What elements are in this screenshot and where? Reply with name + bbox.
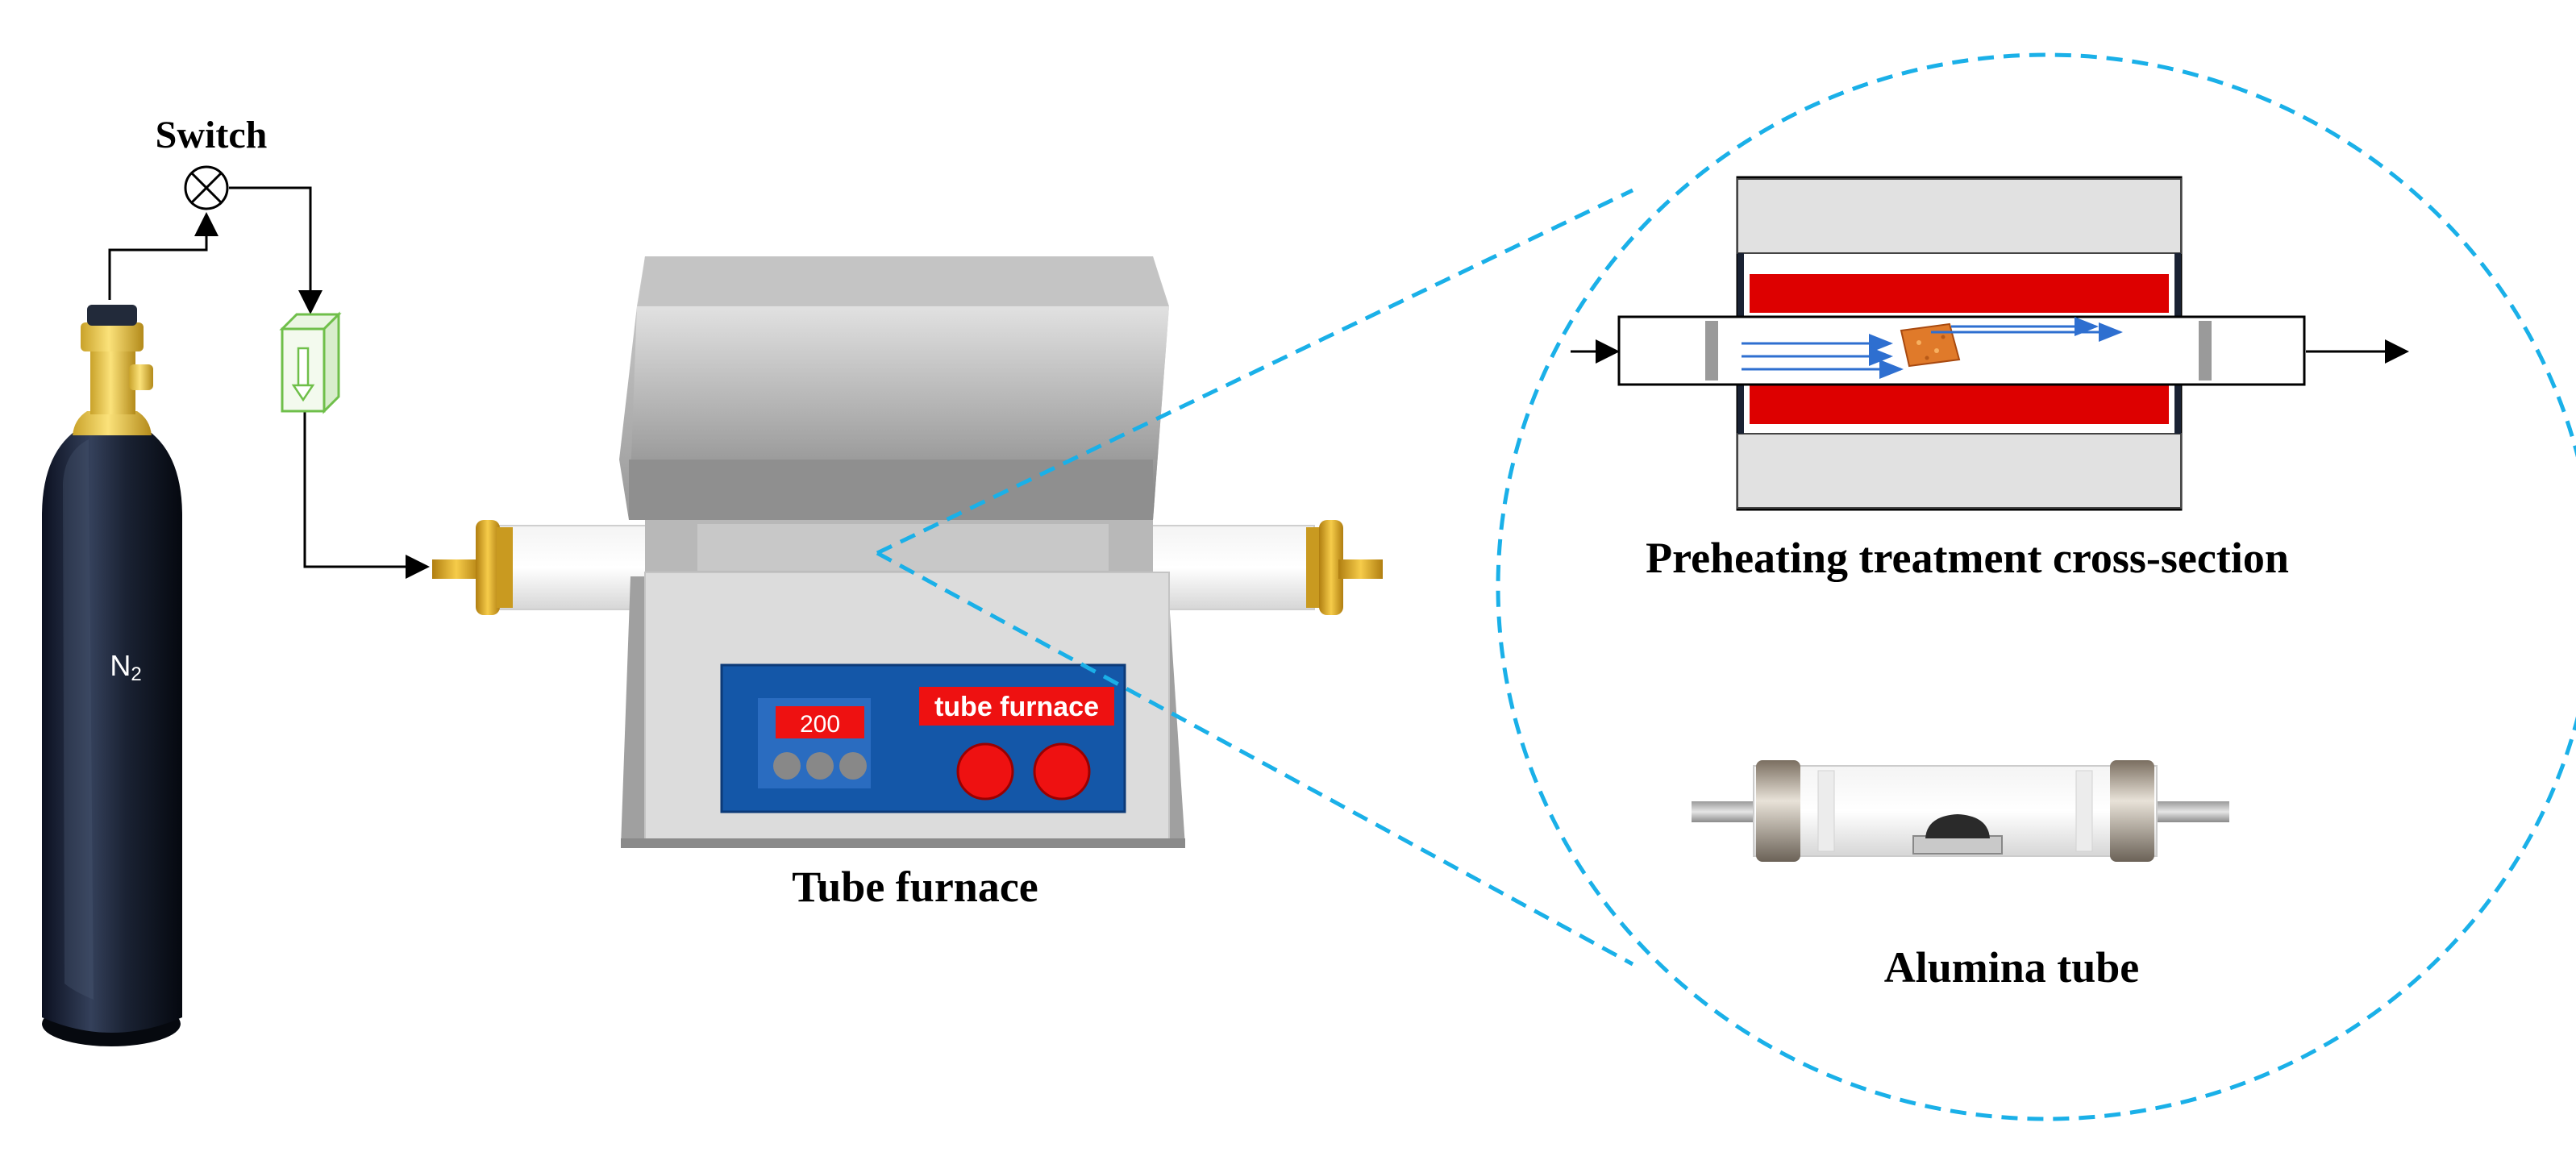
zoom-callout [876, 52, 2576, 1121]
sample-boat-icon [1912, 814, 2003, 855]
insulation-top [1737, 178, 2182, 254]
panel-button-right[interactable] [1033, 742, 1091, 801]
cross-section-schematic [1571, 176, 2409, 511]
cross-section-label: Preheating treatment cross-section [1646, 534, 2289, 582]
control-panel: 200 tube furnace [720, 663, 1126, 813]
cylinder-to-switch-line [108, 212, 218, 300]
plug-right [2199, 321, 2212, 381]
panel-button-left[interactable] [956, 742, 1014, 801]
heater-top [1750, 274, 2169, 313]
plug-left [1705, 321, 1718, 381]
alumina-tube-label: Alumina tube [1884, 943, 2140, 992]
callout-line-top [876, 188, 1634, 555]
cylinder-valve-icon [73, 305, 153, 435]
tube-furnace-label: Tube furnace [792, 863, 1038, 911]
panel-brand-label: tube furnace [934, 692, 1099, 722]
alumina-tube-icon [1692, 760, 2229, 862]
insulation-bottom [1737, 433, 2182, 509]
flowmeter-to-furnace-line [303, 410, 430, 579]
gas-flow-arrows [1742, 317, 2123, 379]
furnace-lid [619, 256, 1169, 520]
gas-line [108, 186, 430, 579]
tube-section [1617, 315, 2306, 386]
switch-valve-icon [184, 165, 229, 210]
flange-right-icon [1306, 520, 1383, 615]
sample-icon [1900, 322, 1961, 368]
cylinder-gas-label: N2 [110, 649, 141, 685]
panel-knob-2[interactable] [806, 752, 834, 780]
temperature-display [776, 706, 864, 738]
flowmeter-icon [279, 311, 342, 414]
callout-line-bottom [876, 551, 1634, 967]
temperature-display-value: 200 [800, 711, 840, 738]
heater-bottom [1750, 385, 2169, 424]
flange-left-icon [432, 520, 513, 615]
n2-gas-cylinder: N2 [42, 305, 182, 1046]
switch-label: Switch [156, 114, 268, 156]
panel-knob-1[interactable] [773, 752, 801, 780]
switch-to-flowmeter-line [229, 186, 323, 314]
tube-furnace: 200 tube furnace [432, 256, 1383, 848]
panel-knob-3[interactable] [839, 752, 867, 780]
quartz-tube-left [487, 525, 658, 610]
